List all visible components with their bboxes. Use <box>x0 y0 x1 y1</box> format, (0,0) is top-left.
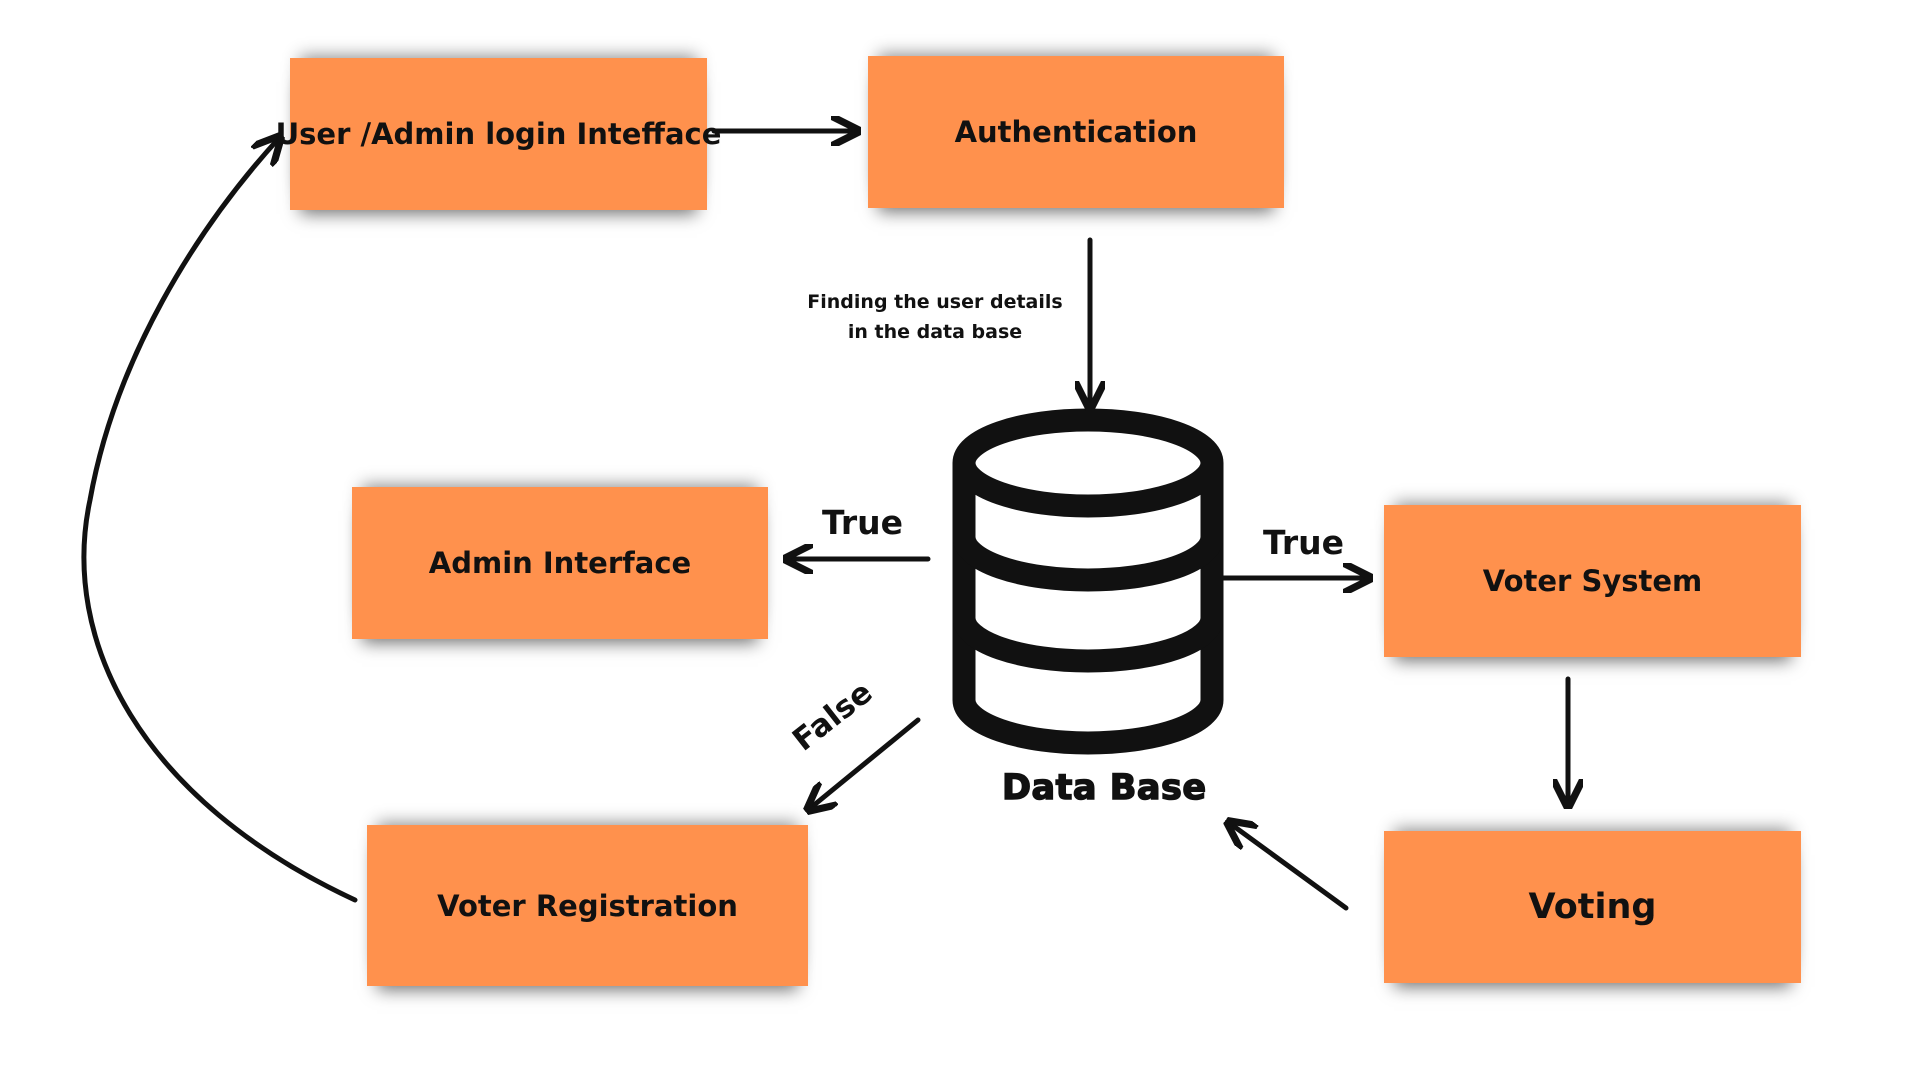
voter-system-node: Voter System <box>1384 505 1801 657</box>
admin-interface-label: Admin Interface <box>428 546 692 580</box>
authentication-node: Authentication <box>868 56 1284 208</box>
database-label: Data Base <box>1001 767 1207 809</box>
voting-label: Voting <box>1528 887 1657 927</box>
arrow-registration-to-login <box>81 137 358 903</box>
authentication-label: Authentication <box>954 115 1198 149</box>
find-user-details-line-1: Finding the user details <box>807 291 1063 313</box>
true-admin-edge-label: True <box>822 503 904 542</box>
database-icon <box>952 408 1224 755</box>
voter-registration-node: Voter Registration <box>367 825 808 986</box>
find-user-details-line-2: in the data base <box>847 321 1023 343</box>
find-user-details-annotation: Finding the user details in the data bas… <box>790 287 1080 347</box>
voter-registration-label: Voter Registration <box>437 888 738 923</box>
arrow-database-to-registration <box>808 717 921 810</box>
voting-node: Voting <box>1384 831 1801 983</box>
true-voter-edge-label: True <box>1263 523 1345 562</box>
user-admin-login-interface-node: User /Admin login Intefface <box>276 58 721 210</box>
user-admin-login-interface-label: User /Admin login Intefface <box>275 117 722 151</box>
voter-system-label: Voter System <box>1482 564 1703 598</box>
admin-interface-node: Admin Interface <box>352 487 768 639</box>
arrow-voting-to-database <box>1228 822 1349 911</box>
